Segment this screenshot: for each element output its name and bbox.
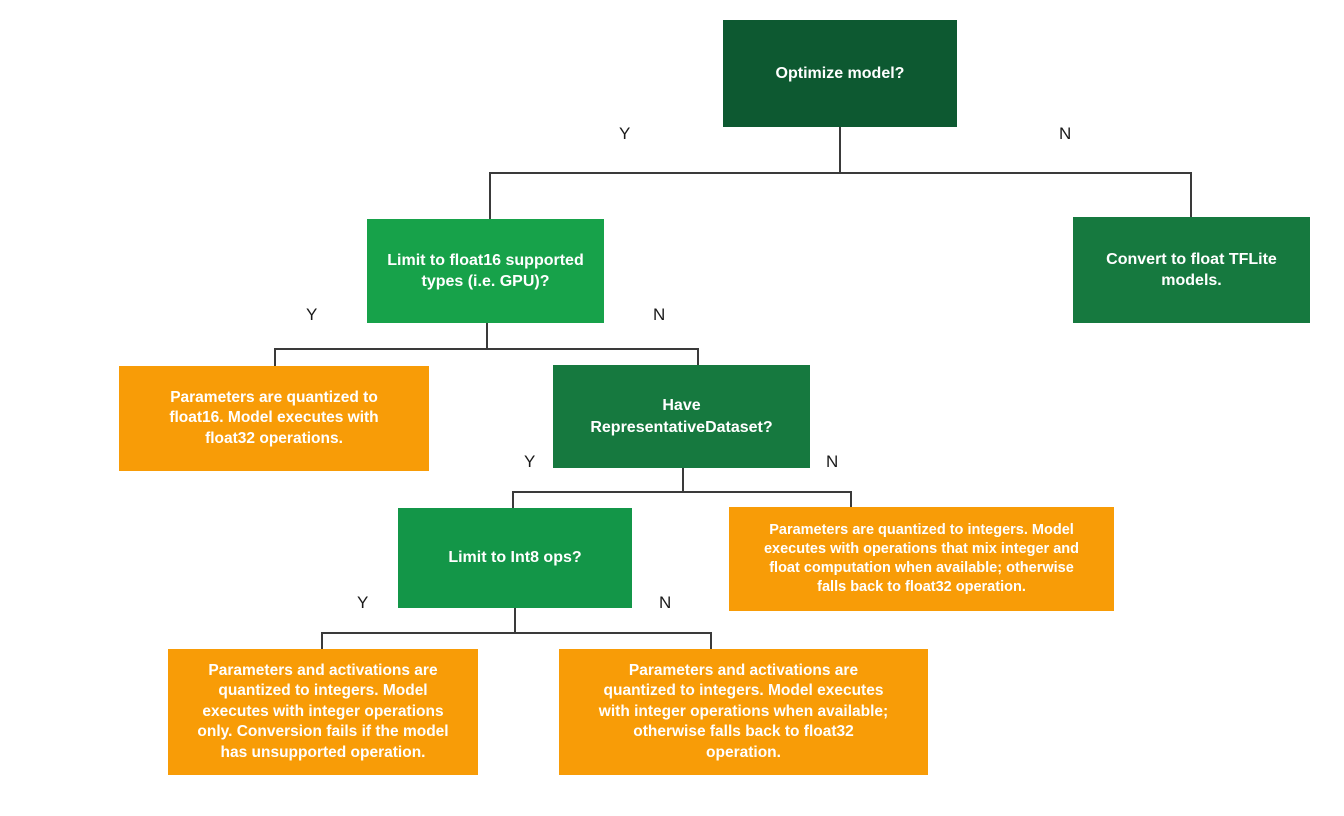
node-convert-float-tflite[interactable]: Convert to float TFLite models.: [1073, 217, 1310, 323]
node-integer-fallback-outcome-label: Parameters and activations are quantized…: [598, 661, 889, 761]
node-optimize-model[interactable]: Optimize model?: [723, 20, 957, 127]
edge-int8-no-drop: [710, 632, 712, 649]
node-mixed-integer-outcome-label: Parameters are quantized to integers. Mo…: [763, 521, 1080, 596]
edge-dataset-no-drop: [850, 491, 852, 507]
branch-label-int8-yes: Y: [357, 593, 369, 612]
node-limit-int8-ops-label: Limit to Int8 ops?: [448, 549, 582, 567]
branch-label-dataset-yes: Y: [524, 452, 536, 471]
edge-dataset-yes-drop: [512, 491, 514, 508]
node-integer-fallback-outcome[interactable]: Parameters and activations are quantized…: [559, 649, 928, 775]
node-full-integer-outcome-label: Parameters and activations are quantized…: [197, 661, 449, 761]
edge-float16-no-drop: [697, 348, 699, 365]
branch-label-optimize-no: N: [1059, 124, 1072, 143]
node-have-representative-dataset-label: Have RepresentativeDataset?: [590, 397, 773, 436]
edge-float16-yes-drop: [274, 348, 276, 366]
node-convert-float-tflite-label: Convert to float TFLite models.: [1106, 250, 1277, 289]
branch-label-float16-yes: Y: [306, 305, 318, 324]
node-have-representative-dataset[interactable]: Have RepresentativeDataset?: [553, 365, 810, 468]
node-limit-float16[interactable]: Limit to float16 supported types (i.e. G…: [367, 219, 604, 323]
node-float16-outcome-label: Parameters are quantized to float16. Mod…: [169, 388, 379, 447]
edge-float16-stem: [486, 323, 488, 349]
node-full-integer-outcome[interactable]: Parameters and activations are quantized…: [168, 649, 478, 775]
edge-dataset-bus: [512, 491, 851, 493]
edge-optimize-bus: [489, 172, 1191, 174]
node-limit-float16-label: Limit to float16 supported types (i.e. G…: [387, 251, 584, 290]
node-float16-outcome[interactable]: Parameters are quantized to float16. Mod…: [119, 366, 429, 471]
node-limit-int8-ops[interactable]: Limit to Int8 ops?: [398, 508, 632, 608]
edge-optimize-stem: [839, 127, 841, 173]
edge-int8-bus: [321, 632, 711, 634]
edge-int8-yes-drop: [321, 632, 323, 649]
edge-int8-stem: [514, 608, 516, 633]
node-optimize-model-label: Optimize model?: [775, 64, 905, 82]
branch-label-int8-no: N: [659, 593, 672, 612]
branch-label-optimize-yes: Y: [619, 124, 631, 143]
branch-label-float16-no: N: [653, 305, 666, 324]
edge-dataset-stem: [682, 468, 684, 492]
node-mixed-integer-outcome[interactable]: Parameters are quantized to integers. Mo…: [729, 507, 1114, 611]
branch-label-dataset-no: N: [826, 452, 839, 471]
edge-optimize-no-drop: [1190, 172, 1192, 217]
edge-optimize-yes-drop: [489, 172, 491, 219]
edge-float16-bus: [274, 348, 698, 350]
